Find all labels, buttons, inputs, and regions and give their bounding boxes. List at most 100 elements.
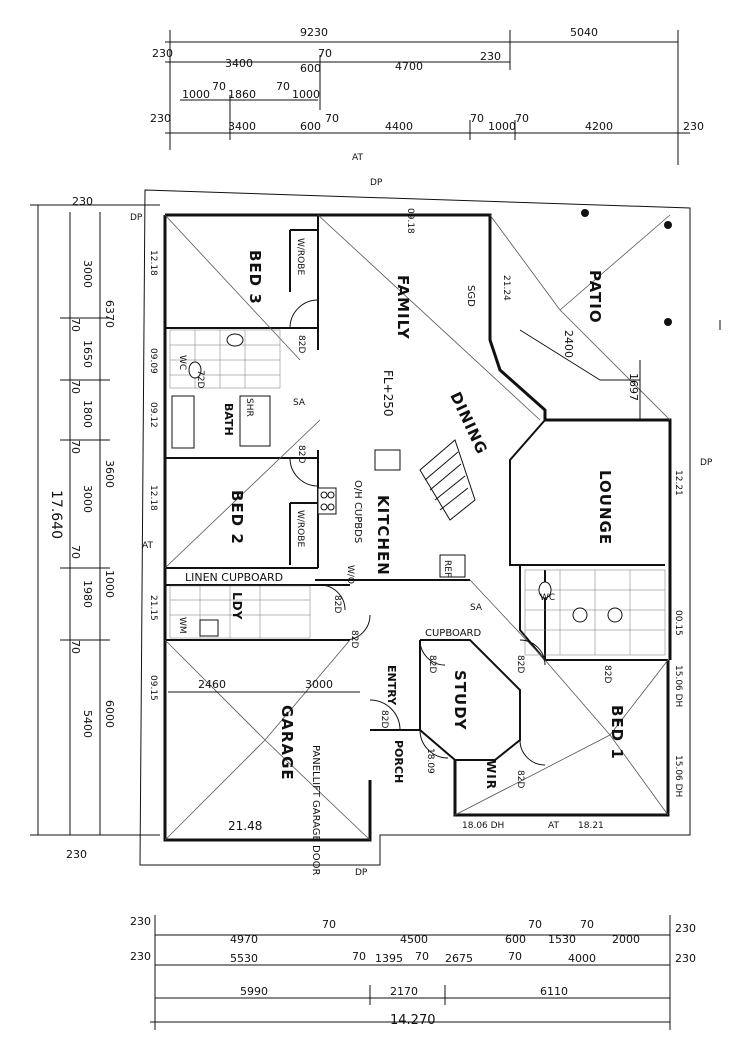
dim-bottom-r2-1395: 1395	[375, 952, 403, 965]
dim-bottom-r2-70b: 70	[415, 950, 429, 963]
ensuite-basin-icon	[572, 607, 588, 623]
note-1697: 1697	[627, 373, 640, 401]
door-swings	[289, 299, 546, 766]
note-bed2-h: 12.18	[148, 485, 158, 511]
note-lounge-w: 00.15	[673, 610, 683, 636]
room-porch: PORCH	[392, 740, 405, 783]
dim-left-70a: 70	[69, 318, 82, 332]
room-wc1: WC	[177, 355, 187, 370]
note-82d-8: 82D	[602, 665, 612, 683]
dim-r3-70c: 70	[515, 112, 529, 125]
dim-bottom-r3-5990: 5990	[240, 985, 268, 998]
note-at-2: AT	[142, 541, 153, 551]
dim-left-70c: 70	[69, 440, 82, 454]
top-dimensions	[165, 30, 690, 165]
dim-r3-1000: 1000	[488, 120, 516, 133]
door-entry-icon	[369, 699, 401, 731]
dim-r3-230b: 230	[683, 120, 704, 133]
patio-dims	[519, 329, 641, 420]
note-dp-2: DP	[130, 213, 143, 223]
smoke-alarm-2: SA	[470, 603, 483, 613]
room-wo: W/O	[345, 565, 355, 584]
door-bed1-icon	[519, 639, 546, 666]
dim-bottom-overall: 14.270	[390, 1013, 436, 1028]
note-sgd: SGD	[465, 285, 476, 307]
note-dh: 18.06 DH	[462, 821, 504, 831]
room-cupboard: CUPBOARD	[425, 628, 482, 639]
note-patio-w: 09.18	[405, 208, 415, 234]
dim-bottom-r1-4500: 4500	[400, 933, 428, 946]
dim-left-3000b: 3000	[81, 485, 94, 513]
roof-hips	[164, 214, 671, 841]
basin-icon	[226, 333, 244, 347]
dim-left-70e: 70	[69, 640, 82, 654]
note-at-1: AT	[352, 153, 363, 163]
dim-bottom-r1-230b: 230	[675, 922, 696, 935]
bottom-dimension-labels: 230 4970 70 4500 600 70 1530 70 2000 230…	[130, 915, 696, 1028]
dim-bottom-r2-230b: 230	[675, 952, 696, 965]
room-ref: REF	[442, 560, 452, 577]
laundry-tub-icon	[199, 619, 219, 637]
note-82d-2: 82D	[296, 445, 306, 463]
dim-bottom-r1-70c: 70	[580, 918, 594, 931]
dim-r1-600: 600	[300, 62, 321, 75]
cooktop-icon	[317, 487, 337, 515]
dim-r1-3400: 3400	[225, 57, 253, 70]
room-kitchen: KITCHEN	[374, 495, 392, 576]
room-entry: ENTRY	[385, 665, 398, 706]
fixtures	[171, 333, 623, 637]
dim-left-3000a: 3000	[81, 260, 94, 288]
shower-icon	[239, 395, 271, 447]
dim-r1-70: 70	[318, 47, 332, 60]
room-wm: WM	[177, 617, 187, 634]
note-bed3-h: 12.18	[148, 250, 158, 276]
note-0909: 09.09	[148, 348, 158, 374]
dim-left-1800: 1800	[81, 400, 94, 428]
note-82d-1: 82D	[296, 335, 306, 353]
bottom-dimensions	[150, 915, 671, 1030]
door-bed3-icon	[289, 299, 319, 329]
room-bed1: BED 1	[608, 705, 626, 760]
dim-r2-1000b: 1000	[292, 88, 320, 101]
dim-r1-230b: 230	[480, 50, 501, 63]
note-82d-9: 82D	[515, 770, 525, 788]
note-bed1-w: 15.06 DH	[673, 665, 683, 707]
door-wir-icon	[519, 739, 546, 766]
dim-left-5400: 5400	[81, 710, 94, 738]
room-family: FAMILY	[394, 275, 412, 340]
fridge-icon	[439, 554, 466, 578]
dim-top-5040: 5040	[570, 26, 598, 39]
post-icon	[664, 221, 672, 229]
note-2400: 2400	[562, 330, 575, 358]
room-wc2: WC	[540, 593, 555, 603]
dim-bottom-r2-70c: 70	[508, 950, 522, 963]
door-study-icon	[419, 639, 446, 666]
note-at-3: AT	[548, 821, 559, 831]
room-wir: WIR	[484, 760, 498, 790]
dim-r3-4400: 4400	[385, 120, 413, 133]
room-wrobe1: W/ROBE	[295, 238, 305, 275]
post-icon	[581, 209, 589, 217]
note-82d-4: 82D	[349, 630, 359, 648]
room-bed3: BED 3	[246, 250, 264, 305]
dim-left-1000: 1000	[103, 570, 116, 598]
interior-walls	[165, 215, 668, 761]
room-study: STUDY	[451, 670, 469, 731]
dim-left-6370: 6370	[103, 300, 116, 328]
dim-bottom-r1-1530: 1530	[548, 933, 576, 946]
dim-left-230-top: 230	[72, 195, 93, 208]
dim-bottom-r2-5530: 5530	[230, 952, 258, 965]
room-bed2: BED 2	[228, 490, 246, 545]
note-72d: 72D	[195, 370, 205, 388]
left-dimensions	[30, 204, 160, 836]
room-dining: DINING	[446, 389, 491, 457]
door-bed2-icon	[289, 457, 319, 487]
room-garage: GARAGE	[278, 705, 296, 781]
dim-r2-1860: 1860	[228, 88, 256, 101]
ensuite-toilet-icon	[538, 581, 552, 599]
left-dimension-labels: 230 3000 70 1650 70 1800 70 3000 70 1980…	[48, 195, 116, 861]
room-bath: BATH	[222, 403, 235, 436]
dim-bottom-r1-230a: 230	[130, 915, 151, 928]
note-82d-5: 82D	[427, 655, 437, 673]
